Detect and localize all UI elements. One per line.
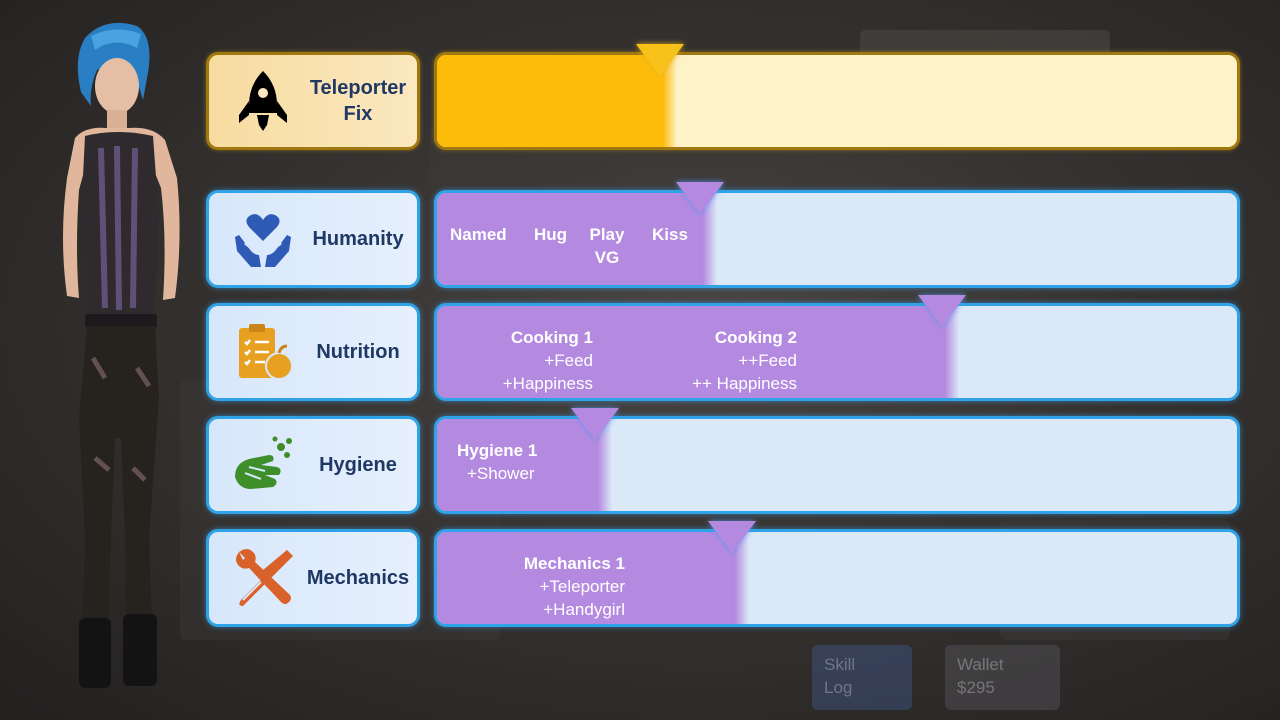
milestone-mechanics-1: Mechanics 1 +Teleporter +Handygirl	[524, 552, 625, 621]
clipboard-apple-icon	[239, 324, 293, 380]
skill-name-humanity: Humanity	[312, 228, 404, 250]
milestone-hug: Hug	[534, 223, 567, 246]
skill-name-line1: Teleporter	[309, 77, 407, 99]
progress-bar-teleporter	[434, 52, 1240, 150]
milestone-title: Named	[450, 225, 507, 244]
hand-washing-icon	[235, 436, 292, 489]
milestone-title: Kiss	[652, 225, 688, 244]
progress-fade	[945, 306, 959, 398]
skill-log-button[interactable]: Skill Log	[812, 645, 912, 710]
wallet-button[interactable]: Wallet $295	[945, 645, 1060, 710]
progress-bar-hygiene: Hygiene 1 +Shower	[434, 416, 1240, 514]
milestone-cooking-2: Cooking 2 ++Feed ++ Happiness	[692, 326, 797, 395]
milestone-line2: +Handygirl	[543, 600, 625, 619]
skill-log-label-2: Log	[824, 678, 853, 697]
progress-bar-mechanics: Mechanics 1 +Teleporter +Handygirl	[434, 529, 1240, 627]
milestone-title: Cooking 1	[510, 328, 593, 347]
milestone-cooking-1: Cooking 1 +Feed +Happiness	[503, 326, 593, 395]
progress-fade	[663, 55, 677, 147]
milestone-line2: +Happiness	[502, 374, 593, 393]
progress-marker	[636, 44, 684, 76]
milestone-line2: ++ Happiness	[692, 374, 797, 393]
milestone-line1: ++Feed	[738, 351, 797, 370]
milestone-hygiene-1: Hygiene 1 +Shower	[457, 439, 537, 485]
progress-fill	[437, 306, 945, 398]
skill-name-line2: Fix	[343, 103, 373, 125]
skill-label-humanity[interactable]: Humanity	[206, 190, 420, 288]
milestone-kiss: Kiss	[652, 223, 688, 246]
milestone-title-2: VG	[594, 248, 620, 267]
skill-log-label-1: Skill	[824, 655, 856, 674]
progress-bar-nutrition: Cooking 1 +Feed +Happiness Cooking 2 ++F…	[434, 303, 1240, 401]
skill-name-mechanics: Mechanics	[306, 567, 410, 589]
milestone-title: Cooking 2	[714, 328, 797, 347]
heart-hands-icon	[235, 214, 291, 267]
milestone-line1: +Shower	[467, 464, 535, 483]
milestone-title: Play	[589, 225, 625, 244]
wrench-screwdriver-icon	[236, 549, 293, 606]
progress-fade	[735, 532, 749, 624]
skill-name-nutrition: Nutrition	[316, 341, 400, 363]
progress-fill	[437, 532, 735, 624]
progress-marker	[676, 182, 724, 214]
wallet-value: $295	[957, 678, 995, 697]
milestone-title: Mechanics 1	[523, 554, 625, 573]
character-portrait	[63, 22, 180, 688]
milestone-line1: +Feed	[544, 351, 593, 370]
progress-fill	[437, 193, 703, 285]
skill-label-mechanics[interactable]: Mechanics	[206, 529, 420, 627]
skill-label-nutrition[interactable]: Nutrition	[206, 303, 420, 401]
milestone-title: Hug	[534, 225, 568, 244]
progress-fill	[437, 55, 663, 147]
rocket-icon	[239, 71, 287, 131]
skill-name-hygiene: Hygiene	[319, 454, 397, 476]
milestone-title: Hygiene 1	[457, 441, 538, 460]
progress-fade	[598, 419, 612, 511]
progress-fade	[703, 193, 717, 285]
skill-label-hygiene[interactable]: Hygiene	[206, 416, 420, 514]
progress-marker	[708, 521, 756, 553]
wallet-label: Wallet	[957, 655, 1004, 674]
milestone-named: Named	[450, 223, 507, 246]
progress-marker	[571, 408, 619, 440]
milestone-line1: +Teleporter	[539, 577, 625, 596]
progress-marker	[918, 295, 966, 327]
